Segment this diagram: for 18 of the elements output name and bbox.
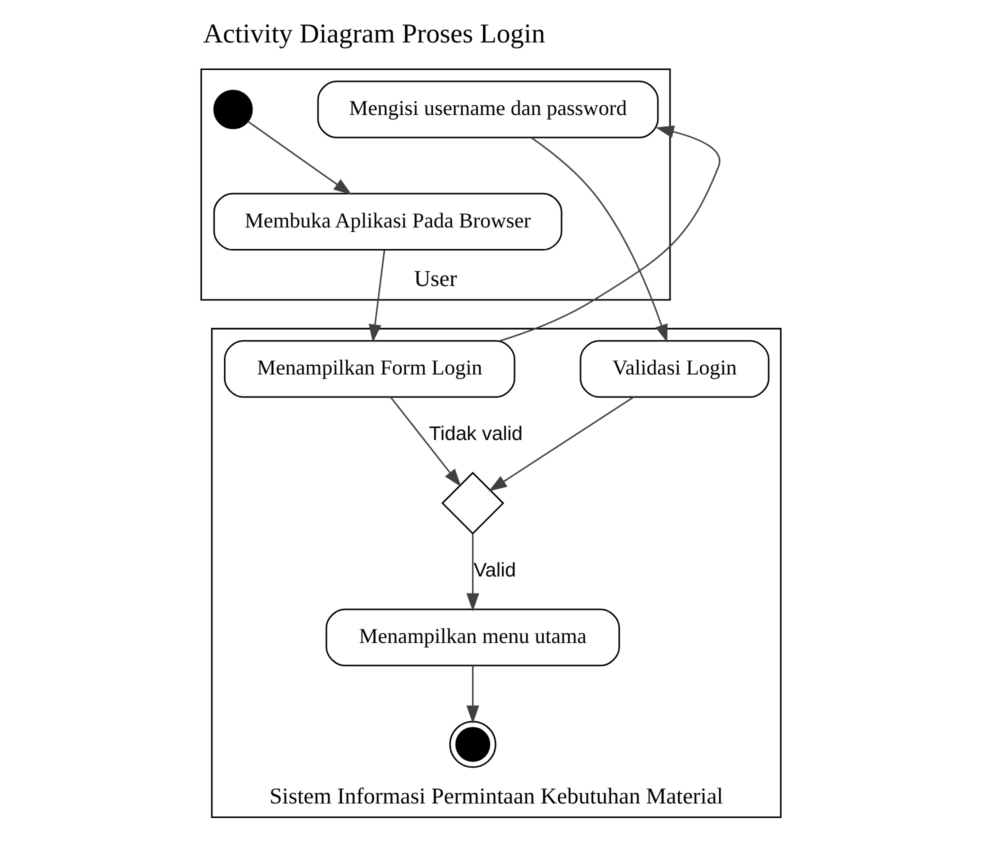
diagram-title: Activity Diagram Proses Login bbox=[202, 18, 545, 49]
arrow bbox=[246, 120, 352, 195]
edge-label: Valid bbox=[473, 560, 516, 582]
edge-label: Tidak valid bbox=[428, 423, 522, 446]
arrow bbox=[368, 250, 385, 343]
node-diamond bbox=[440, 472, 504, 535]
node-box: Validasi Login bbox=[579, 340, 769, 398]
node-box: Menampilkan menu utama bbox=[325, 608, 620, 666]
node-circle bbox=[448, 720, 496, 768]
arrow bbox=[466, 534, 479, 612]
node-box: Mengisi username dan password bbox=[316, 80, 658, 138]
node-circle bbox=[212, 90, 252, 130]
node-box: Menampilkan Form Login bbox=[223, 340, 515, 398]
arrow bbox=[530, 136, 668, 343]
arrow bbox=[466, 666, 479, 724]
node-box: Membuka Aplikasi Pada Browser bbox=[212, 192, 562, 251]
arrow bbox=[488, 396, 634, 492]
arrow bbox=[389, 396, 461, 487]
